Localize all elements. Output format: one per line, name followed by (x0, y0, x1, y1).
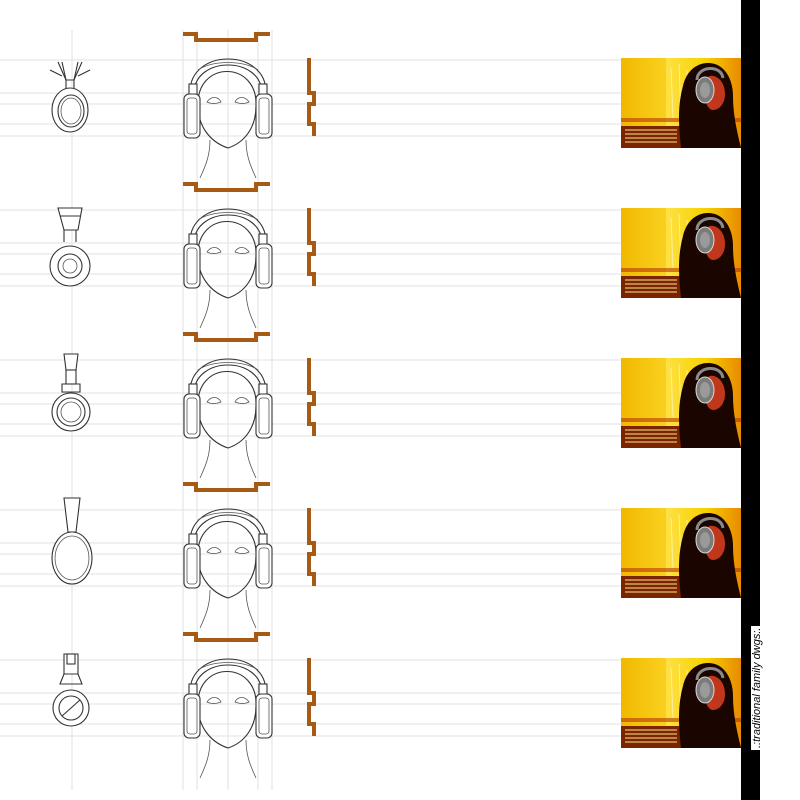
horizontal-guides (0, 509, 740, 587)
sheet-title-label: .:traditional family dwgs:. (751, 625, 763, 750)
variant-row-4 (0, 482, 743, 629)
photo-woman-wearing-headphones (619, 56, 743, 150)
headphone-side-profile-cradle-icon (49, 61, 91, 133)
horizontal-guides (0, 659, 740, 737)
stepped-dimension-rule (307, 656, 316, 738)
headphone-side-profile-yoke-icon (49, 207, 91, 287)
dimension-bracket (181, 482, 272, 492)
horizontal-guides (0, 359, 740, 437)
headphone-side-profile-oval-icon (51, 497, 93, 585)
variant-row-5 (0, 632, 743, 779)
horizontal-guides (0, 209, 740, 287)
horizontal-guides (0, 59, 740, 137)
stepped-dimension-rule (307, 356, 316, 438)
variant-row-1 (0, 32, 743, 179)
vertical-black-bar (741, 0, 760, 800)
stepped-dimension-rule (307, 206, 316, 288)
photo-woman-wearing-headphones (619, 206, 743, 300)
dimension-bracket (181, 332, 272, 342)
stepped-dimension-rule (307, 56, 316, 138)
headphone-side-profile-hinge-icon (52, 653, 90, 727)
variant-row-3 (0, 332, 743, 479)
variant-row-2 (0, 182, 743, 329)
photo-woman-wearing-headphones (619, 356, 743, 450)
dimension-bracket (181, 632, 272, 642)
dimension-bracket (181, 182, 272, 192)
dimension-bracket (181, 32, 272, 42)
stepped-dimension-rule (307, 506, 316, 588)
photo-woman-wearing-headphones (619, 506, 743, 600)
photo-woman-wearing-headphones (619, 656, 743, 750)
